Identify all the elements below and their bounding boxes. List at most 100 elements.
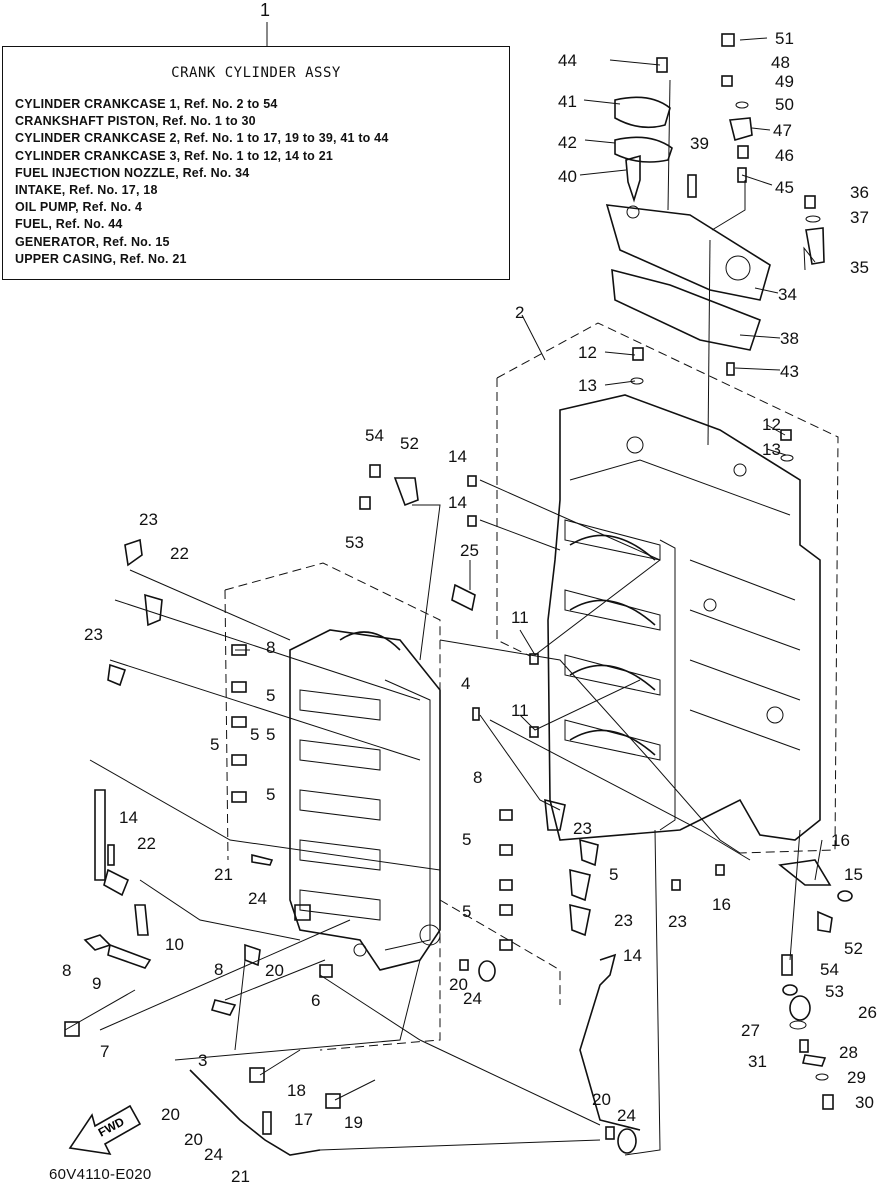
assembly-title: CRANK CYLINDER ASSY — [171, 65, 341, 81]
callout-number: 5 — [266, 725, 275, 744]
callout-number: 26 — [858, 1003, 877, 1022]
callout-number: 54 — [820, 960, 839, 979]
callout-number: 44 — [558, 51, 577, 70]
callout-number: 23 — [573, 819, 592, 838]
callout-number: 6 — [311, 991, 320, 1010]
callout-number: 15 — [844, 865, 863, 884]
callout-number: 52 — [844, 939, 863, 958]
callout-number: 25 — [460, 541, 479, 560]
callout-number: 20 — [592, 1090, 611, 1109]
callout-number: 5 — [266, 785, 275, 804]
cylinder-block — [547, 394, 821, 841]
assembly-line: UPPER CASING, Ref. No. 21 — [15, 251, 187, 266]
callout-number: 53 — [825, 982, 844, 1001]
callout-number: 9 — [92, 974, 101, 993]
callout-number: 41 — [558, 92, 577, 111]
assembly-line: FUEL INJECTION NOZZLE, Ref. No. 34 — [15, 165, 250, 180]
callout-number: 23 — [84, 625, 103, 644]
callout-number: 42 — [558, 133, 577, 152]
assembly-line: CYLINDER CRANKCASE 2, Ref. No. 1 to 17, … — [15, 131, 389, 146]
callout-number: 20 — [184, 1130, 203, 1149]
callout-number: 45 — [775, 178, 794, 197]
callout-number: 22 — [170, 544, 189, 563]
callout-number: 23 — [668, 912, 687, 931]
crankcase-half — [289, 629, 441, 971]
callout-number: 8 — [266, 638, 275, 657]
callout-number: 53 — [345, 533, 364, 552]
callout-number: 5 — [462, 830, 471, 849]
callout-number: 8 — [473, 768, 482, 787]
cover-plate — [605, 96, 825, 351]
callout-number: 40 — [558, 167, 577, 186]
callout-number: 16 — [712, 895, 731, 914]
callout-number: 51 — [775, 29, 794, 48]
callout-number: 52 — [400, 434, 419, 453]
callout-number: 14 — [119, 808, 138, 827]
callout-number: 8 — [214, 960, 223, 979]
assembly-line: FUEL, Ref. No. 44 — [15, 217, 123, 232]
small-parts — [64, 33, 853, 1156]
callout-number: 14 — [623, 946, 642, 965]
callout-number: 43 — [780, 362, 799, 381]
assembly-info-box: CRANK CYLINDER ASSY CYLINDER CRANKCASE 1… — [2, 46, 510, 280]
callout-number: 14 — [448, 493, 467, 512]
callout-number: 20 — [161, 1105, 180, 1124]
callout-number: 11 — [511, 608, 529, 627]
callout-number: 10 — [165, 935, 184, 954]
assembly-line: CYLINDER CRANKCASE 1, Ref. No. 2 to 54 — [15, 97, 278, 111]
callout-number: 38 — [780, 329, 799, 348]
callout-number: 23 — [614, 911, 633, 930]
assembly-line: CRANKSHAFT PISTON, Ref. No. 1 to 30 — [15, 114, 256, 129]
callout-layer: 5148495047464544414240393637353438432121… — [62, 29, 877, 1184]
callout-number: 5 — [250, 725, 259, 744]
callout-number: 24 — [204, 1145, 223, 1164]
callout-number: 8 — [62, 961, 71, 980]
callout-number: 37 — [850, 208, 869, 227]
callout-number: 5 — [609, 865, 618, 884]
callout-number: 3 — [198, 1051, 207, 1070]
callout-number: 31 — [748, 1052, 767, 1071]
callout-number: 2 — [515, 303, 524, 322]
callout-number: 20 — [449, 975, 468, 994]
callout-number: 12 — [762, 415, 781, 434]
callout-number: 17 — [294, 1110, 313, 1129]
callout-number: 54 — [365, 426, 384, 445]
fwd-label: FWD — [96, 1114, 127, 1139]
callout-number: 22 — [137, 834, 156, 853]
callout-number: 34 — [778, 285, 797, 304]
callout-number: 14 — [448, 447, 467, 466]
callout-number: 27 — [741, 1021, 760, 1040]
callout-number: 4 — [461, 674, 470, 693]
callout-number: 5 — [462, 902, 471, 921]
callout-number: 20 — [265, 961, 284, 980]
callout-number: 13 — [578, 376, 597, 395]
callout-number: 47 — [773, 121, 792, 140]
callout-number: 24 — [617, 1106, 636, 1125]
leader-lines — [89, 22, 823, 1156]
drawing-code: 60V4110-E020 — [49, 1166, 152, 1183]
callout-number: 28 — [839, 1043, 858, 1062]
assembly-lines: CYLINDER CRANKCASE 1, Ref. No. 2 to 54 C… — [15, 96, 389, 268]
assembly-line: CYLINDER CRANKCASE 3, Ref. No. 1 to 12, … — [15, 148, 333, 163]
callout-number: 24 — [463, 989, 482, 1008]
callout-number: 24 — [248, 889, 267, 908]
callout-number: 36 — [850, 183, 869, 202]
callout-number: 46 — [775, 146, 794, 165]
assembly-line: OIL PUMP, Ref. No. 4 — [15, 200, 143, 215]
callout-number: 11 — [511, 701, 529, 720]
callout-number: 5 — [210, 735, 219, 754]
assembly-outline-upper — [496, 322, 839, 854]
callout-number: 16 — [831, 831, 850, 850]
callout-number: 21 — [231, 1167, 250, 1184]
callout-number: 18 — [287, 1081, 306, 1100]
callout-number: 7 — [100, 1042, 109, 1061]
callout-number: 50 — [775, 95, 794, 114]
callout-number: 23 — [139, 510, 158, 529]
callout-number: 21 — [214, 865, 233, 884]
callout-number: 30 — [855, 1093, 874, 1112]
callout-number: 13 — [762, 440, 781, 459]
fwd-arrow: FWD — [68, 1104, 142, 1156]
callout-number: 39 — [690, 134, 709, 153]
callout-number: 29 — [847, 1068, 866, 1087]
